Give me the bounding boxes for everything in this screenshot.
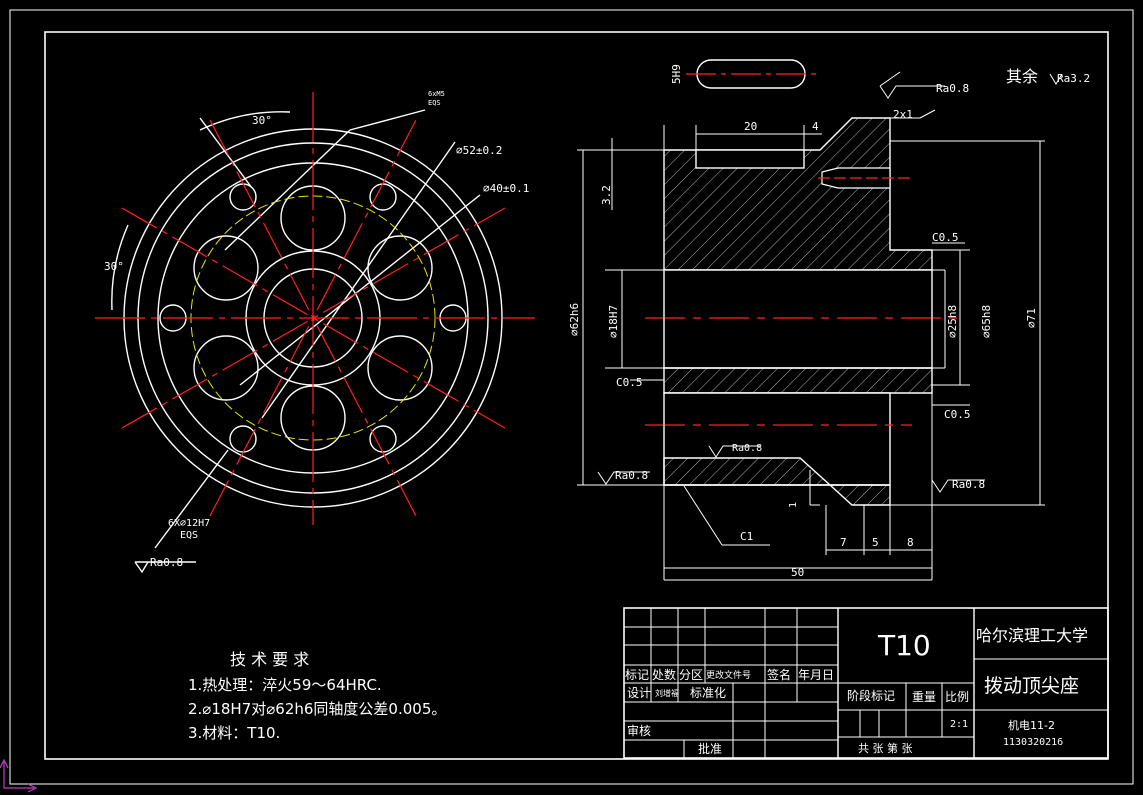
dim-dia-25: ⌀25h8 bbox=[946, 305, 959, 338]
dim-len-20: 20 bbox=[744, 120, 757, 133]
dim-ra-top: Ra0.8 bbox=[936, 82, 969, 95]
part-name: 拨动顶尖座 bbox=[984, 675, 1079, 697]
col-change-doc: 更改文件号 bbox=[706, 669, 751, 681]
scale-label: 比例 bbox=[945, 690, 969, 704]
dim-dia-62: ⌀62h6 bbox=[568, 303, 581, 336]
inner-border bbox=[44, 31, 1109, 760]
material-label: T10 bbox=[877, 629, 931, 662]
section-centerlines bbox=[645, 177, 960, 426]
title-block-text: T10 哈尔滨理工大学 拨动顶尖座 标记 处数 分区 更改文件号 签名 年月日 … bbox=[625, 626, 1088, 756]
rest-label: 其余 bbox=[1006, 67, 1038, 86]
sheet-count: 共 张 第 张 bbox=[858, 741, 913, 755]
dim-len-4: 4 bbox=[812, 120, 819, 133]
dim-1: 1 bbox=[788, 502, 799, 508]
designer-name: 刘增福 bbox=[655, 688, 679, 698]
student-id: 1130320216 bbox=[1003, 737, 1063, 748]
dim-c1: C1 bbox=[740, 530, 753, 543]
review-label: 审核 bbox=[627, 723, 651, 738]
dim-c05-left: C0.5 bbox=[616, 376, 643, 389]
standardize-label: 标准化 bbox=[690, 686, 726, 700]
school-name: 哈尔滨理工大学 bbox=[976, 626, 1088, 645]
note-3: 3.材料：T10. bbox=[188, 724, 280, 742]
design-label: 设计 bbox=[627, 686, 651, 700]
dim-thread-top: 6xM5 bbox=[428, 90, 445, 98]
dim-c05-top: C0.5 bbox=[932, 231, 959, 244]
dim-len-8: 8 bbox=[907, 536, 914, 549]
col-count: 处数 bbox=[652, 667, 676, 682]
col-zone: 分区 bbox=[679, 668, 703, 682]
col-mark: 标记 bbox=[625, 668, 649, 682]
dim-dia-52: ⌀52±0.2 bbox=[456, 144, 502, 157]
dim-len-50: 50 bbox=[791, 566, 804, 579]
dimension-texts: 30° 30° 6xM5 EQS ⌀52±0.2 ⌀40±0.1 6X⌀12H7… bbox=[104, 64, 1090, 579]
dim-dia-65: ⌀65h8 bbox=[980, 305, 993, 338]
scale-value: 2:1 bbox=[950, 719, 968, 730]
rest-ra: Ra3.2 bbox=[1057, 72, 1090, 85]
dim-thread-bottom: EQS bbox=[428, 99, 441, 107]
dim-ra-br: Ra0.8 bbox=[952, 478, 985, 491]
dim-ra-left: Ra0.8 bbox=[150, 556, 183, 569]
dim-holes-top: 6X⌀12H7 bbox=[168, 518, 210, 529]
dim-keyway: 5H9 bbox=[670, 64, 683, 84]
tech-notes: 技 术 要 求 1.热处理：淬火59～64HRC. 2.⌀18H7对⌀62h6同… bbox=[188, 650, 446, 742]
section-view bbox=[663, 117, 933, 506]
dim-angle-left: 30° bbox=[104, 260, 124, 273]
dim-holes-bottom: EQS bbox=[180, 530, 198, 541]
notes-title: 技 术 要 求 bbox=[230, 650, 309, 669]
class-name: 机电11-2 bbox=[1008, 718, 1055, 732]
title-block bbox=[623, 607, 1109, 759]
dim-ra-mid: Ra0.8 bbox=[732, 443, 762, 454]
col-sign: 签名 bbox=[767, 667, 791, 682]
front-centerlines bbox=[95, 92, 535, 525]
dim-c05-right: C0.5 bbox=[944, 408, 971, 421]
dim-chamfer: 2x1 bbox=[893, 108, 913, 121]
stage-mark-label: 阶段标记 bbox=[847, 688, 895, 703]
dim-3-2: 3.2 bbox=[600, 185, 613, 205]
dim-dia-18: ⌀18H7 bbox=[607, 305, 620, 338]
ucs-icon bbox=[0, 758, 38, 793]
dim-len-5: 5 bbox=[872, 536, 879, 549]
weight-label: 重量 bbox=[912, 690, 936, 704]
dim-len-7: 7 bbox=[840, 536, 847, 549]
dim-ra-bl: Ra0.8 bbox=[615, 469, 648, 482]
note-2: 2.⌀18H7对⌀62h6同轴度公差0.005。 bbox=[188, 700, 446, 718]
front-view bbox=[111, 109, 503, 574]
section-dimlines bbox=[577, 71, 1063, 581]
dim-dia-40: ⌀40±0.1 bbox=[483, 182, 529, 195]
approve-label: 批准 bbox=[698, 741, 722, 756]
dim-angle-top: 30° bbox=[252, 114, 272, 127]
outer-border bbox=[9, 9, 1134, 785]
dim-dia-71: ⌀71 bbox=[1025, 308, 1038, 328]
note-1: 1.热处理：淬火59～64HRC. bbox=[188, 676, 382, 694]
col-date: 年月日 bbox=[798, 668, 834, 682]
